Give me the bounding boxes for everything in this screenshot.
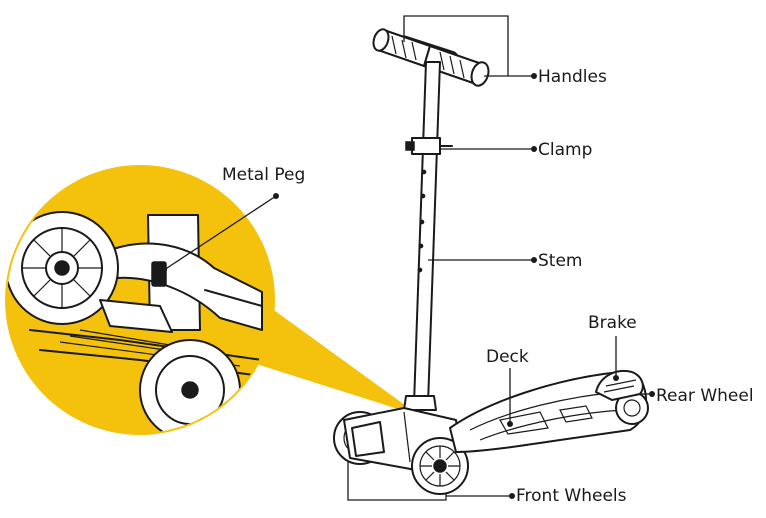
stem-collar: [403, 395, 437, 411]
stem-tube: [413, 61, 441, 405]
magnifier-beam: [238, 284, 420, 416]
zoom-fender: [109, 242, 263, 331]
zoom-metal-peg: [151, 261, 167, 287]
label-stem: Stem: [538, 251, 582, 271]
label-brake: Brake: [588, 313, 637, 333]
label-rear-wheel: Rear Wheel: [656, 386, 754, 406]
label-handles: Handles: [538, 67, 607, 87]
leader-lines: [161, 15, 655, 501]
label-clamp: Clamp: [538, 140, 592, 160]
scooter: [333, 28, 649, 495]
label-metal-peg: Metal Peg: [222, 165, 305, 185]
labels: Handles Clamp Stem Metal Peg Brake Deck …: [222, 67, 754, 506]
zoom-hub: [54, 260, 70, 276]
zoomed-front-wheel-detail: [7, 211, 263, 433]
clamp-body: [411, 137, 441, 155]
handlebar: [372, 28, 490, 87]
label-deck: Deck: [486, 347, 529, 367]
brake-pedal: [595, 370, 644, 401]
label-front-wheels: Front Wheels: [516, 486, 627, 506]
